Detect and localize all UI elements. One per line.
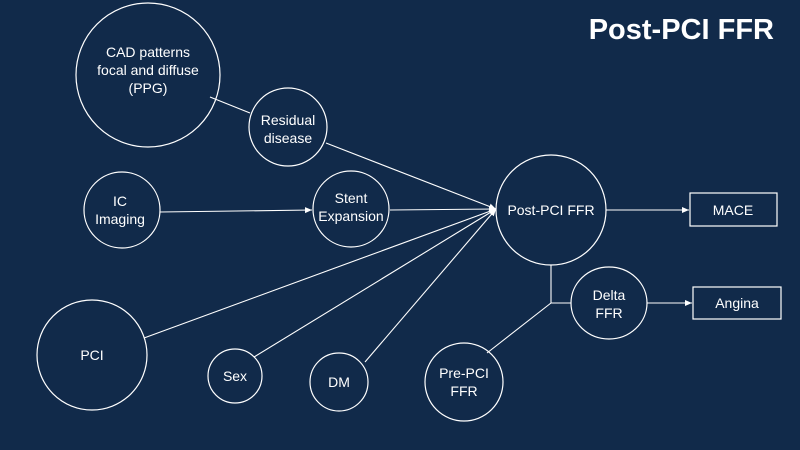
node-label: Post-PCI FFR [507,202,594,218]
node-label: Sex [223,368,247,384]
node-mace: MACE [689,192,778,227]
node-label: MACE [713,202,753,218]
node-label: Angina [715,295,759,311]
node-post-pci-ffr: Post-PCI FFR [495,154,607,266]
node-label: Delta [593,287,626,303]
page-title: Post-PCI FFR [588,14,774,46]
node-label: (PPG) [129,80,168,96]
edge-stent-post [389,206,497,213]
node-pre-pci-ffr: Pre-PCI FFR [424,342,504,422]
node-angina: Angina [692,286,782,320]
node-label: IC [113,193,127,209]
node-label: Residual [261,112,315,128]
node-residual: Residual disease [248,87,328,167]
edge-residual-post [325,142,497,210]
node-label: FFR [595,305,622,321]
node-sex: Sex [207,348,263,404]
node-label: FFR [450,383,477,399]
node-label: DM [328,374,350,390]
edge-cad-residual [209,96,251,114]
node-label: Imaging [95,211,145,227]
node-label: Stent [335,190,368,206]
node-label: disease [264,130,312,146]
node-ic-imaging: IC Imaging [83,171,161,249]
node-stent-expansion: Stent Expansion [312,170,390,248]
node-delta-ffr: Delta FFR [570,266,648,340]
node-dm: DM [309,352,369,412]
edge-dm-post [364,208,497,363]
edge-pre-delta [486,302,552,354]
edge-sex-post [253,208,497,358]
edge-ic-stent [159,207,313,214]
node-label: focal and diffuse [97,62,199,78]
node-cad: CAD patterns focal and diffuse (PPG) [75,2,221,148]
node-pci: PCI [36,299,148,411]
edge-post-delta [550,265,571,304]
edge-pci-post [143,208,497,339]
node-label: PCI [80,347,103,363]
node-label: Expansion [318,208,383,224]
node-label: Pre-PCI [439,365,489,381]
node-label: CAD patterns [106,44,190,60]
